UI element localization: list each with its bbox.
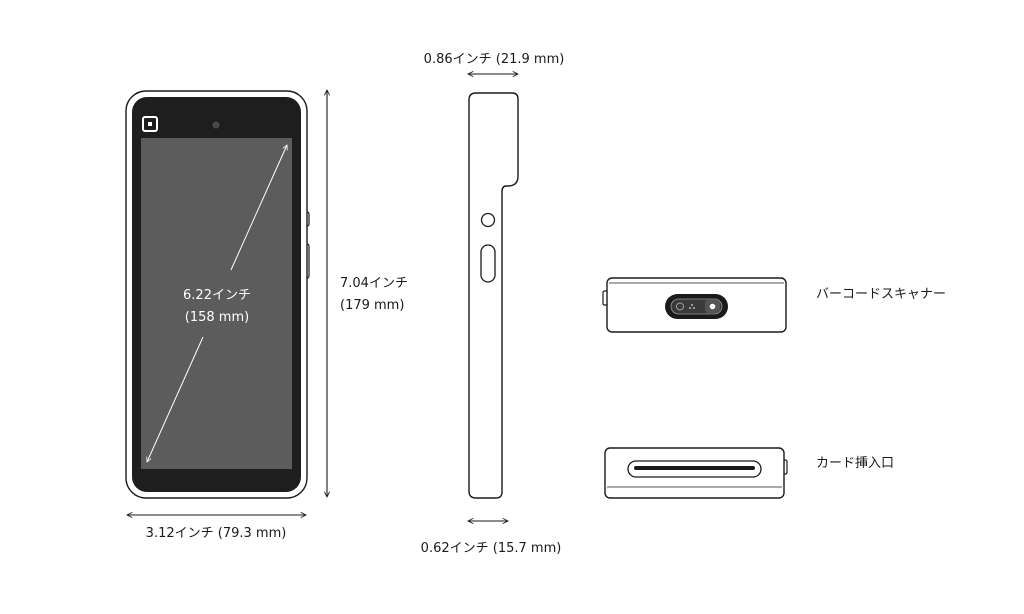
device-front-view (125, 90, 310, 499)
device-bottom-edge-view (604, 447, 788, 499)
screen-size-label: 6.22インチ (158 mm) (183, 285, 251, 329)
screen-diagonal-arrow-lower (147, 336, 204, 462)
bottom-depth-label: 0.62インチ (15.7 mm) (420, 541, 562, 556)
top-depth-label: 0.86インチ (21.9 mm) (423, 52, 565, 67)
barcode-scanner-label: バーコードスキャナー (816, 287, 947, 302)
scanner-window-icon (665, 294, 728, 319)
side-round-button (480, 212, 496, 228)
width-label: 3.12インチ (79.3 mm) (145, 526, 287, 541)
side-pill-button (480, 244, 496, 283)
height-label-line2: (179 mm) (340, 298, 405, 313)
device-screen (141, 138, 292, 469)
height-label-line1: 7.04インチ (340, 276, 408, 291)
front-camera-icon (212, 121, 220, 129)
screen-size-line1: 6.22インチ (183, 288, 251, 303)
screen-diagonal-arrow-upper (230, 145, 287, 271)
screen-size-line2: (158 mm) (184, 310, 250, 325)
device-top-edge-view (602, 277, 787, 333)
card-slot-opening (634, 466, 755, 470)
device-side-view (468, 92, 519, 499)
square-logo-icon (142, 116, 158, 132)
side-profile-outline (468, 92, 519, 499)
card-slot-label: カード挿入口 (816, 456, 895, 471)
